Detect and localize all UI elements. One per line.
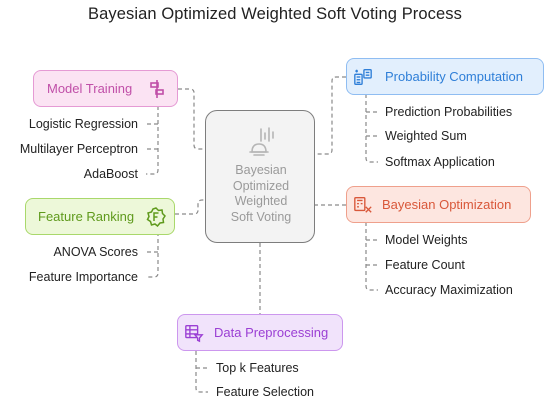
bracket-probability (365, 94, 378, 163)
node-bayesian-optimization: Bayesian Optimization (346, 186, 531, 223)
node-model-training: Model Training (33, 70, 178, 107)
node-probability-computation: Probability Computation (346, 58, 544, 95)
calculator-icon (353, 67, 373, 87)
list-item: Top k Features (216, 361, 299, 375)
node-data-preprocessing: Data Preprocessing (177, 314, 343, 351)
list-item: AdaBoost (83, 167, 138, 181)
node-feature-ranking: Feature Ranking (25, 198, 175, 235)
calc-x-icon (353, 195, 373, 215)
bracket-model-training (146, 106, 159, 175)
badge-f-icon (146, 206, 166, 227)
list-item: Accuracy Maximization (385, 283, 513, 297)
probability-computation-label: Probability Computation (385, 69, 524, 84)
feature-ranking-label: Feature Ranking (38, 209, 135, 224)
connector-model-training (178, 88, 205, 150)
bracket-feature-ranking (146, 232, 159, 278)
bayesian-optimization-label: Bayesian Optimization (382, 197, 512, 212)
hand-wave-icon (249, 127, 274, 156)
bracket-bayesian (365, 222, 378, 291)
model-training-label: Model Training (47, 81, 133, 96)
center-label: Bayesian Optimized Weighted Soft Voting (230, 163, 292, 224)
list-item: Feature Importance (28, 270, 138, 284)
list-item: ANOVA Scores (53, 245, 138, 259)
table-filter-icon (184, 323, 204, 343)
list-item: Feature Count (385, 258, 465, 272)
list-item: Weighted Sum (385, 129, 467, 143)
connector-probability (315, 76, 346, 155)
diagram-title: Bayesian Optimized Weighted Soft Voting … (87, 5, 462, 23)
list-item: Feature Selection (216, 385, 314, 399)
split-icon (147, 79, 167, 99)
bracket-data-preprocessing (195, 351, 208, 393)
list-item: Multilayer Perceptron (19, 142, 138, 156)
list-item: Prediction Probabilities (385, 105, 513, 119)
data-preprocessing-label: Data Preprocessing (214, 325, 329, 340)
connector-feature-ranking (175, 199, 205, 215)
center-node: Bayesian Optimized Weighted Soft Voting (205, 110, 315, 243)
list-item: Model Weights (385, 233, 468, 247)
list-item: Logistic Regression (28, 117, 138, 131)
list-item: Softmax Application (385, 155, 495, 169)
